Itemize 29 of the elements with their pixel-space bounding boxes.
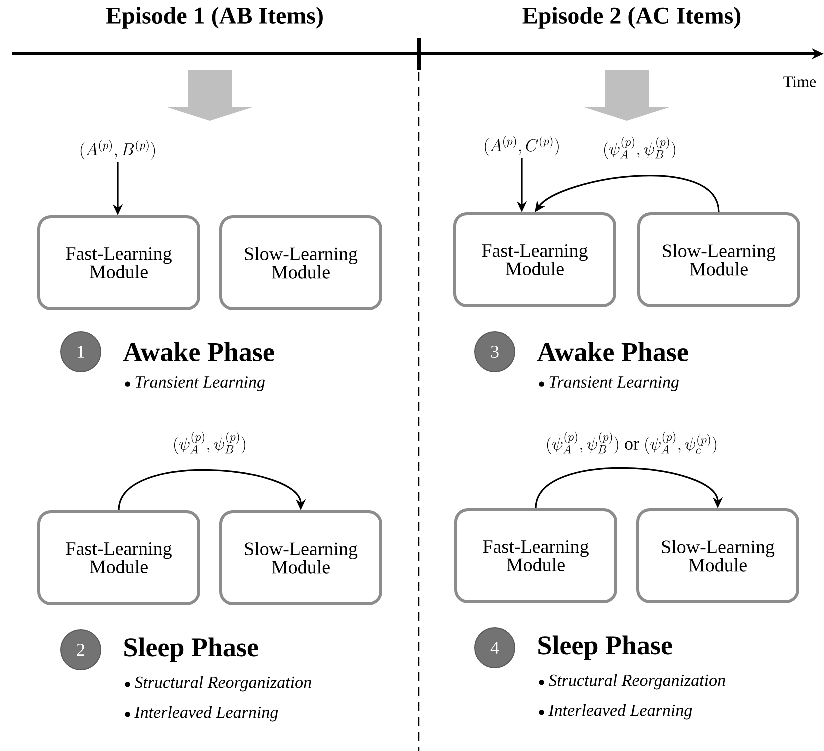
- edge-label: $(\psi_A^{(p)},\psi_B^{(p)})$: [602, 136, 678, 160]
- module-box: Fast-Learning Module: [38, 510, 200, 606]
- edge-label: $(\psi_A^{(p)},\psi_B^{(p)})\ \mathrm{or}\ (\psi_A^{(p)},\psi_c^{(p)})$: [544, 430, 720, 456]
- module-box: Slow-Learning Module: [636, 508, 800, 604]
- edge-label: $(\psi_A^{(p)},\psi_B^{(p)})$: [172, 430, 248, 456]
- bullet-item: Structural Reorganization: [539, 674, 726, 690]
- time-label: Time: [784, 76, 816, 88]
- module-box: Slow-Learning Module: [220, 510, 382, 606]
- curved-arrow: [535, 175, 720, 213]
- module-box: Fast-Learning Module: [38, 216, 200, 310]
- curved-arrow: [535, 467, 724, 509]
- module-box: Slow-Learning Module: [220, 216, 382, 310]
- input-label: $(A^{(p)}, B^{(p)})$: [80, 140, 156, 160]
- module-box: Slow-Learning Module: [638, 212, 800, 308]
- bullet-item: Structural Reorganization: [125, 676, 312, 692]
- phase-heading: Sleep Phase: [124, 638, 258, 662]
- phase-heading: Sleep Phase: [538, 636, 672, 660]
- bullet-item: Transient Learning: [539, 376, 679, 392]
- bullet-item: Transient Learning: [125, 376, 265, 392]
- module-box: Fast-Learning Module: [454, 212, 616, 308]
- phase-heading: Awake Phase: [537, 342, 688, 362]
- episode-title: Episode 2 (AC Items): [522, 7, 741, 29]
- input-label: $(A^{(p)}, C^{(p)})$: [485, 136, 559, 156]
- phase-heading: Awake Phase: [123, 342, 274, 362]
- episode-title: Episode 1 (AB Items): [106, 7, 323, 29]
- module-box: Fast-Learning Module: [454, 508, 618, 604]
- curved-arrow: [118, 469, 306, 511]
- bullet-item: Interleaved Learning: [125, 706, 278, 722]
- bullet-item: Interleaved Learning: [539, 704, 692, 720]
